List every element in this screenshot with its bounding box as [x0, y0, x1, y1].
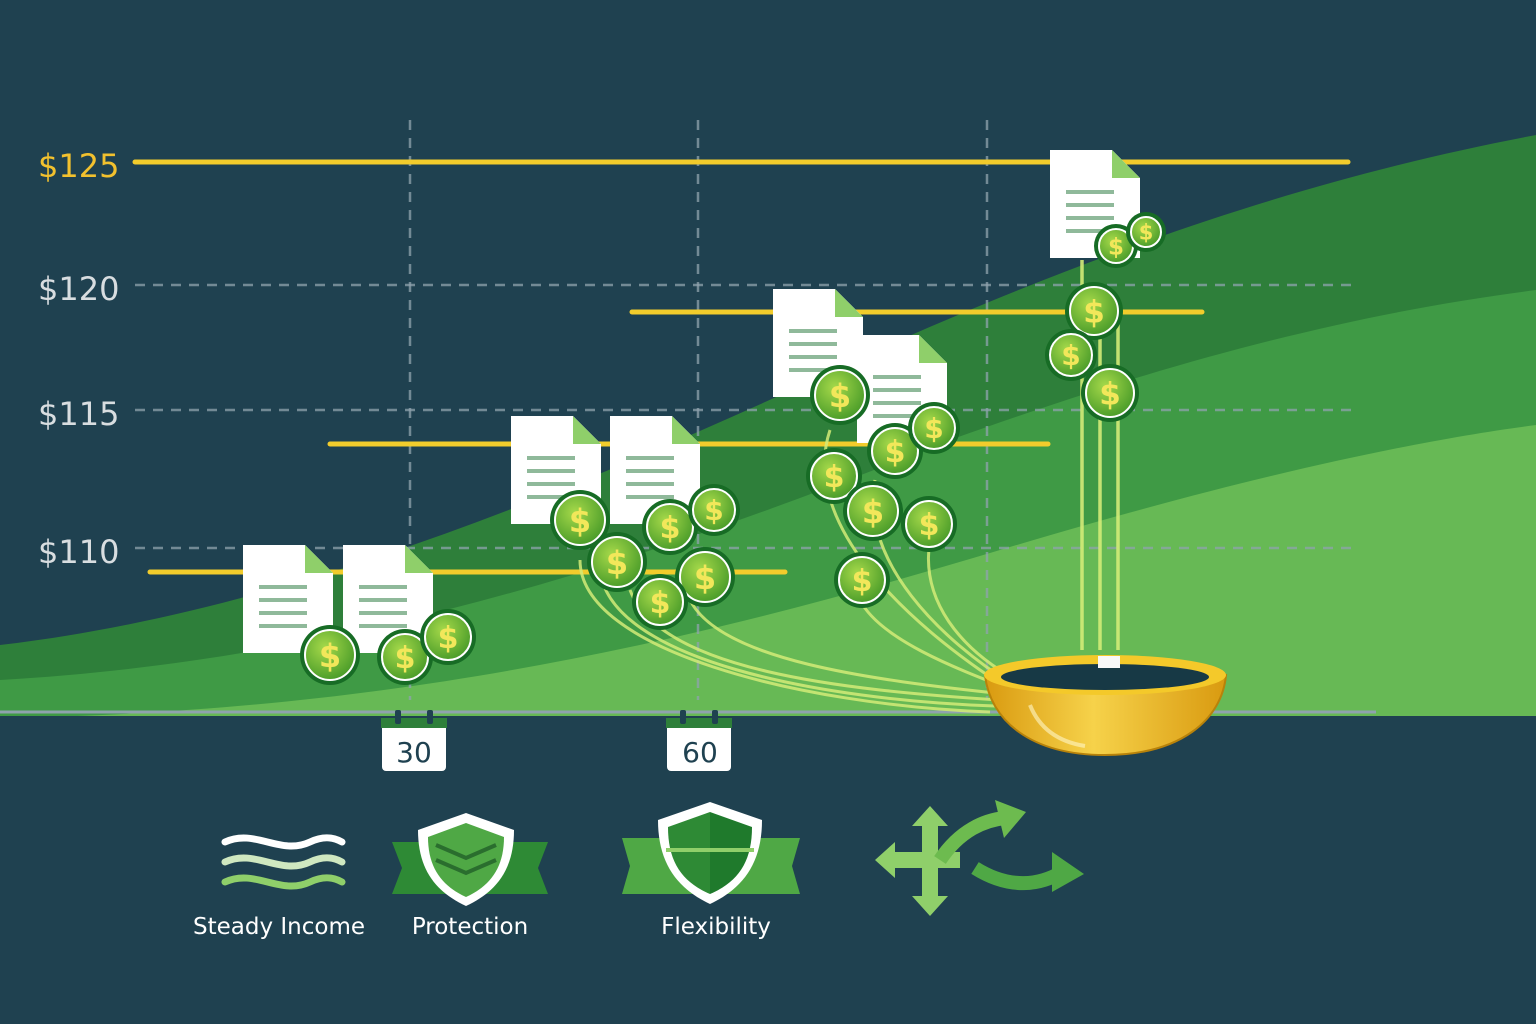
coin-symbol: $ — [1061, 339, 1080, 372]
coin-symbol: $ — [1139, 221, 1154, 245]
coin-icon: $ — [300, 625, 360, 685]
gold-bowl-icon — [983, 655, 1228, 757]
coin-symbol: $ — [824, 460, 845, 495]
coin-symbol: $ — [650, 586, 671, 621]
horizontal-gridlines — [135, 283, 1355, 550]
coin-symbol: $ — [438, 621, 459, 656]
coin-icon: $ — [901, 496, 957, 552]
coin-symbol: $ — [885, 435, 906, 470]
coin-symbol: $ — [704, 494, 723, 527]
coin-icon: $ — [867, 423, 923, 479]
coin-icon: $ — [587, 532, 647, 592]
coin-symbol: $ — [1083, 294, 1105, 330]
direction-arrows-icon — [875, 800, 1084, 916]
coin-icon: $ — [1126, 212, 1166, 252]
wave-icon — [221, 834, 346, 890]
coin-symbol: $ — [829, 377, 851, 415]
y-label-115: $115 — [38, 395, 119, 433]
coin-symbol: $ — [1099, 376, 1121, 412]
y-label-110: $110 — [38, 533, 119, 571]
coin-icon: $ — [1065, 282, 1123, 340]
coin-icon: $ — [420, 609, 476, 665]
calendar-30-icon: 30 — [380, 710, 448, 773]
coin-symbol: $ — [862, 493, 884, 531]
coin-icon: $ — [908, 402, 960, 454]
coin-icon: $ — [632, 574, 688, 630]
coin-icon: $ — [1094, 224, 1138, 268]
calendar-60-label: 60 — [682, 736, 718, 769]
coin-symbol: $ — [1108, 234, 1124, 260]
feature-label-steady-income: Steady Income — [193, 914, 365, 940]
coin-symbol: $ — [660, 511, 681, 546]
coin-icon: $ — [1045, 329, 1097, 381]
coin-icon: $ — [550, 490, 610, 550]
document-icon — [343, 545, 433, 653]
feature-label-flexibility: Flexibility — [661, 914, 771, 940]
coin-symbol: $ — [924, 412, 943, 445]
calendar-60-icon: 60 — [665, 710, 733, 773]
coin-symbol: $ — [319, 637, 341, 675]
shield-icon — [392, 813, 548, 906]
feature-label-protection: Protection — [412, 914, 528, 940]
vertical-gridlines — [408, 120, 989, 700]
y-label-125: $125 — [38, 147, 119, 185]
coin-symbol: $ — [852, 564, 873, 599]
y-label-120: $120 — [38, 270, 119, 308]
coin-icon: $ — [377, 629, 433, 685]
coin-symbol: $ — [569, 502, 591, 540]
coin-icon: $ — [642, 499, 698, 555]
coin-symbol: $ — [606, 544, 628, 582]
coin-icon: $ — [1081, 364, 1139, 422]
coin-symbol: $ — [919, 508, 940, 543]
coin-icon: $ — [843, 481, 903, 541]
coin-icon: $ — [688, 484, 740, 536]
calendar-30-label: 30 — [396, 736, 432, 769]
coins-layer: $$$$$$$$$$$$$$$$$$$$$ — [300, 212, 1166, 685]
coin-icon: $ — [675, 547, 735, 607]
document-icon — [610, 416, 700, 524]
document-icon — [243, 545, 333, 653]
coin-icon: $ — [806, 448, 862, 504]
coin-symbol: $ — [395, 641, 416, 676]
split-shield-icon — [622, 802, 800, 904]
coin-symbol: $ — [694, 559, 716, 597]
coin-icon: $ — [834, 552, 890, 608]
coin-icon: $ — [810, 365, 870, 425]
